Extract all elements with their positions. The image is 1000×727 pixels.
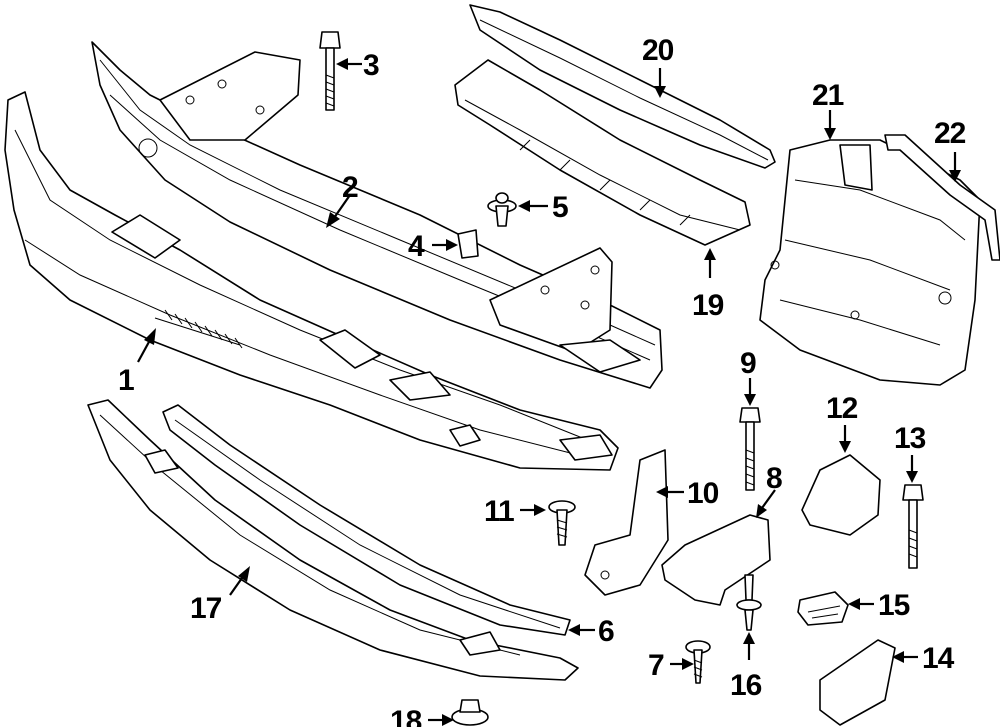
callout-label-17: 17: [190, 592, 222, 625]
part-10-bracket: [584, 449, 669, 596]
callout-20: 20: [642, 34, 675, 98]
part-14-bracket: [819, 639, 896, 726]
part-16-push-pin: [736, 574, 762, 631]
callout-11: 11: [484, 495, 546, 528]
callout-14: 14: [892, 642, 956, 675]
part-4-clip: [457, 229, 479, 259]
part-8-extension: [661, 514, 771, 606]
callout-label-5: 5: [552, 191, 568, 224]
callout-label-16: 16: [730, 669, 762, 702]
callout-label-15: 15: [878, 589, 910, 622]
callout-8: 8: [756, 462, 783, 518]
callout-label-7: 7: [648, 649, 664, 682]
callout-6: 6: [568, 615, 615, 648]
callout-5: 5: [518, 191, 569, 224]
part-17-lower-deflector: [87, 399, 579, 681]
callout-9: 9: [740, 347, 757, 406]
callout-3: 3: [336, 49, 380, 82]
callout-1: 1: [118, 328, 156, 397]
callout-19: 19: [692, 248, 725, 322]
part-12-bracket: [801, 454, 881, 536]
callout-label-21: 21: [812, 79, 844, 112]
part-2-reinforcement-bar: [91, 41, 663, 389]
part-5-push-rivet: [487, 192, 517, 227]
callout-label-10: 10: [687, 477, 719, 510]
callout-12: 12: [826, 392, 859, 453]
callout-13: 13: [894, 422, 927, 483]
part-22-side-bracket: [884, 134, 1000, 261]
part-18-nut: [451, 699, 489, 726]
part-7-screw: [685, 640, 711, 684]
callout-label-20: 20: [642, 34, 674, 67]
part-13-bolt: [902, 484, 924, 569]
callout-label-6: 6: [598, 615, 614, 648]
callout-label-13: 13: [894, 422, 926, 455]
callout-label-3: 3: [363, 49, 379, 82]
callout-15: 15: [848, 589, 911, 622]
callout-21: 21: [812, 79, 845, 140]
part-1-energy-absorber: [4, 91, 619, 471]
callout-2: 2: [326, 171, 359, 228]
callout-label-18: 18: [390, 705, 422, 727]
part-19-lower-tie-bar: [454, 59, 751, 246]
callout-18: 18: [390, 705, 454, 727]
callout-22: 22: [934, 117, 967, 182]
callout-label-1: 1: [118, 364, 134, 397]
callout-10: 10: [656, 477, 720, 510]
part-11-screw: [548, 500, 576, 546]
callout-label-4: 4: [408, 230, 425, 263]
callout-label-8: 8: [766, 462, 782, 495]
part-6-lower-support: [162, 404, 571, 636]
callout-label-12: 12: [826, 392, 858, 425]
callout-label-9: 9: [740, 347, 756, 380]
callout-label-22: 22: [934, 117, 966, 150]
callout-17: 17: [190, 566, 250, 625]
callout-label-2: 2: [342, 171, 358, 204]
callout-label-19: 19: [692, 289, 724, 322]
part-20-upper-tie-bar: [469, 4, 776, 169]
part-9-bolt: [739, 407, 761, 491]
callout-4: 4: [408, 230, 458, 263]
part-3-bolt: [319, 31, 341, 111]
callout-label-14: 14: [922, 642, 955, 675]
callout-16: 16: [730, 632, 763, 702]
part-15-retainer: [797, 591, 849, 626]
callout-7: 7: [648, 649, 694, 682]
callout-label-11: 11: [484, 495, 514, 528]
